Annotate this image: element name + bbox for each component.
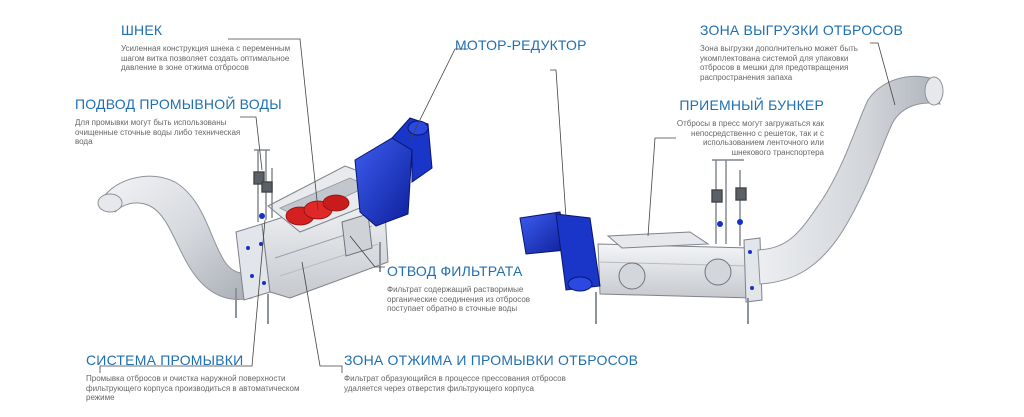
callout-sistema: СИСТЕМА ПРОМЫВКИ Промывка отбросов и очи… [86, 352, 306, 403]
callout-shnek-title: ШНЕК [121, 22, 163, 38]
right-end-flange [743, 237, 763, 303]
callout-otzhim-title: ЗОНА ОТЖИМА И ПРОМЫВКИ ОТБРОСОВ [344, 352, 639, 368]
left-wash-water-pipes [253, 149, 273, 222]
leader-filtrat [349, 235, 385, 268]
right-hatch-2 [704, 258, 732, 286]
left-discharge-pipe [104, 175, 253, 300]
right-hatch-1 [618, 262, 646, 290]
callout-otzhim-text: Фильтрат образующийся в процессе прессов… [344, 374, 566, 393]
left-motor-reducer [354, 117, 433, 227]
leader-bunker [647, 137, 676, 237]
right-motor-reducer [519, 211, 601, 292]
callout-bunker-title: ПРИЕМНЫЙ БУНКЕР [679, 97, 824, 113]
leader-right-motor [550, 69, 567, 219]
callout-shnek: ШНЕК Усиленная конструкция шнека с перем… [121, 22, 306, 73]
callout-motor-title: МОТОР-РЕДУКТОР [455, 37, 587, 53]
leader-otzhim [301, 261, 343, 373]
callout-shnek-text: Усиленная конструкция шнека с переменным… [121, 44, 291, 72]
left-pipe-opening [97, 193, 123, 213]
leader-shnek [228, 38, 319, 211]
callout-sistema-text: Промывка отбросов и очистка наружной пов… [86, 374, 300, 402]
callout-motor: МОТОР-РЕДУКТОР [455, 37, 587, 53]
right-support-legs [595, 292, 749, 324]
right-discharge-pipe [757, 75, 941, 285]
callout-sistema-title: СИСТЕМА ПРОМЫВКИ [86, 352, 244, 368]
right-wash-water-pipes [711, 159, 747, 246]
right-press-machine [519, 75, 944, 324]
callout-filtrat-title: ОТВОД ФИЛЬТРАТА [387, 263, 523, 279]
left-press-machine [97, 117, 433, 324]
leader-voda [240, 116, 263, 171]
callout-voda: ПОДВОД ПРОМЫВНОЙ ВОДЫ Для промывки могут… [75, 96, 282, 147]
callout-filtrat-text: Фильтрат содержащий растворимые органиче… [387, 285, 531, 313]
leader-sistema [99, 219, 266, 373]
callout-voda-title: ПОДВОД ПРОМЫВНОЙ ВОДЫ [75, 96, 282, 112]
callout-otzhim: ЗОНА ОТЖИМА И ПРОМЫВКИ ОТБРОСОВ Фильтрат… [344, 352, 639, 393]
callout-vygruzka-title: ЗОНА ВЫГРУЗКИ ОТБРОСОВ [700, 22, 903, 38]
leader-motor [409, 48, 468, 141]
left-inspection-hatch [341, 213, 373, 257]
callout-vygruzka: ЗОНА ВЫГРУЗКИ ОТБРОСОВ Зона выгрузки доп… [700, 22, 903, 82]
callout-bunker-text: Отбросы в пресс могут загружаться как не… [676, 119, 824, 157]
leader-vygruzka [870, 42, 896, 106]
callout-vygruzka-text: Зона выгрузки дополнительно может быть у… [700, 44, 858, 82]
right-pipe-opening [924, 76, 944, 106]
leader-lines [99, 38, 896, 373]
callout-filtrat: ОТВОД ФИЛЬТРАТА Фильтрат содержащий раст… [387, 263, 557, 314]
callout-bunker: ПРИЕМНЫЙ БУНКЕР Отбросы в пресс могут за… [664, 97, 824, 157]
callout-voda-text: Для промывки могут быть использованы очи… [75, 118, 241, 146]
right-hopper [606, 231, 710, 249]
